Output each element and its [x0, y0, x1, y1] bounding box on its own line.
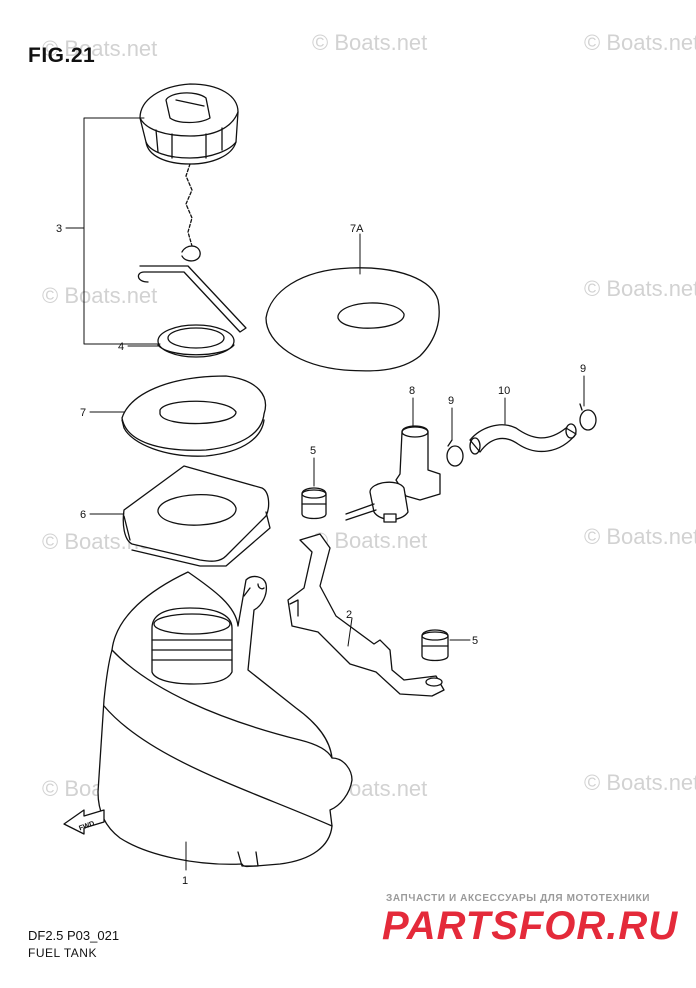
brand-logo: PARTSFOR.RU: [382, 904, 679, 948]
fuel-cock[interactable]: [345, 425, 441, 523]
callout-5-lower: 5: [472, 635, 478, 647]
grommet-upper[interactable]: [301, 487, 327, 520]
callout-leaders: [65, 117, 585, 871]
callout-3: 3: [56, 223, 62, 235]
callout-2: 2: [346, 609, 352, 621]
figure-code: DF2.5 P03_021: [28, 928, 120, 943]
fuel-hose[interactable]: [469, 423, 577, 455]
callout-7a: 7A: [350, 223, 364, 235]
tank-pad-7a[interactable]: [265, 267, 440, 372]
watermark: © Boats.net: [584, 30, 696, 55]
watermark: © Boats.net: [584, 524, 696, 549]
cap-strap[interactable]: [137, 163, 247, 333]
watermark: © Boats.net: [312, 30, 428, 55]
callout-1: 1: [182, 875, 188, 887]
callout-4: 4: [118, 341, 124, 353]
watermark: © Boats.net: [42, 36, 158, 61]
callout-10: 10: [498, 385, 510, 397]
fwd-direction-arrow: [63, 809, 105, 835]
hose-clip-right[interactable]: [579, 403, 597, 431]
callout-8: 8: [409, 385, 415, 397]
callout-5-upper: 5: [310, 445, 316, 457]
tank-pad[interactable]: [121, 375, 266, 457]
watermark: © Boats.net: [42, 283, 158, 308]
callout-9-right: 9: [580, 363, 586, 375]
figure-subtitle: FUEL TANK: [28, 946, 97, 960]
grommet-lower[interactable]: [421, 629, 449, 662]
figure-title: FIG.21: [28, 44, 96, 67]
brand-tagline: ЗАПЧАСТИ И АКСЕССУАРЫ ДЛЯ МОТОТЕХНИКИ: [386, 893, 651, 904]
fuel-tank[interactable]: [97, 571, 353, 868]
callout-9-left: 9: [448, 395, 454, 407]
tank-cushion[interactable]: [122, 465, 271, 567]
callout-labels: 3 4 7 6 1 2 5 5 7A 8 9 10 9 FWD: [56, 223, 586, 887]
watermark: © Boats.net: [584, 276, 696, 301]
tank-bracket[interactable]: [287, 533, 445, 697]
watermark: © Boats.net: [312, 528, 428, 553]
fuel-cap[interactable]: [139, 83, 239, 165]
hose-clip-left[interactable]: [446, 439, 464, 467]
callout-7: 7: [80, 407, 86, 419]
watermark: © Boats.net: [584, 770, 696, 795]
callout-6: 6: [80, 509, 86, 521]
cap-gasket[interactable]: [157, 324, 235, 358]
